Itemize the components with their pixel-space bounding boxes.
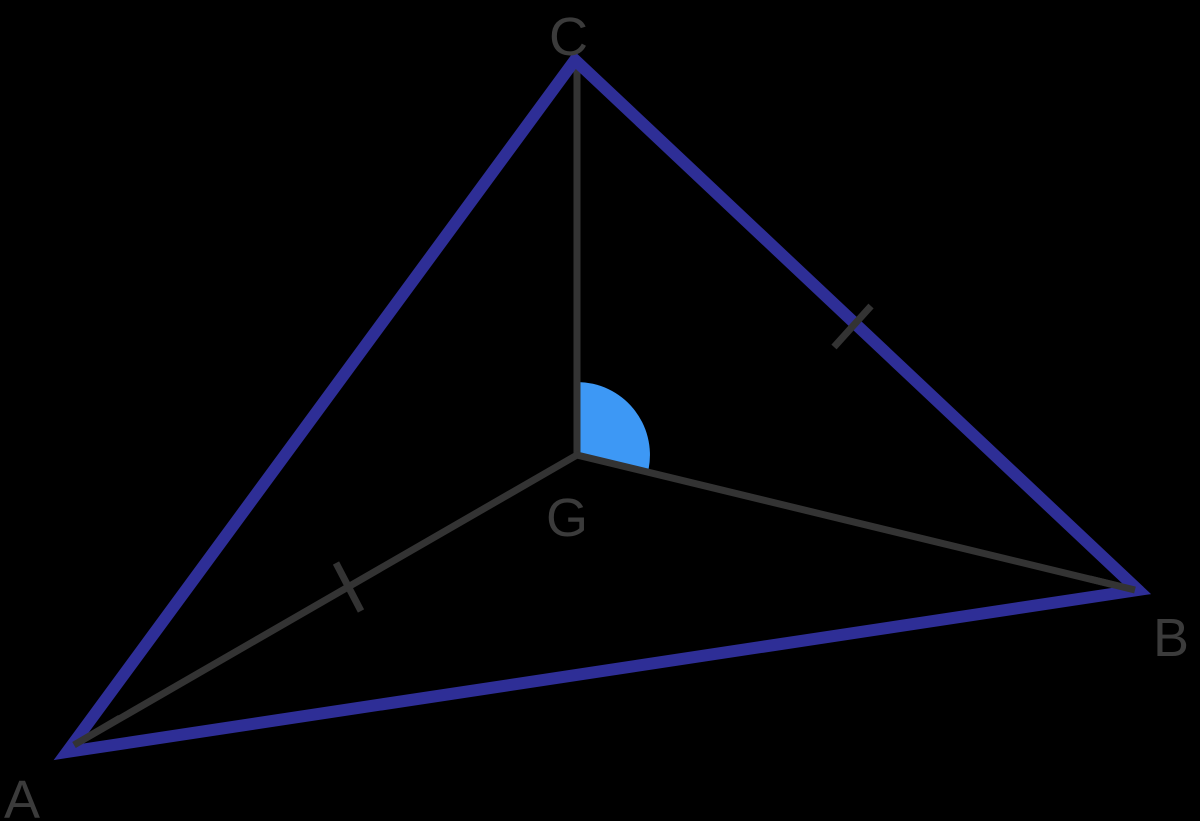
segment-gb-end (1089, 575, 1136, 594)
angle-marker-cgb (577, 382, 650, 469)
segment-ga (69, 450, 582, 750)
tick-mark-bc (831, 303, 874, 350)
vertex-label-c: C (549, 7, 588, 67)
vertex-label-a: A (4, 770, 40, 821)
segment-ga-end (72, 714, 122, 749)
vertex-label-b: B (1153, 608, 1189, 668)
segment-gb (572, 450, 1140, 595)
tick-mark-ga (332, 561, 365, 613)
vertex-label-g: G (546, 488, 588, 548)
